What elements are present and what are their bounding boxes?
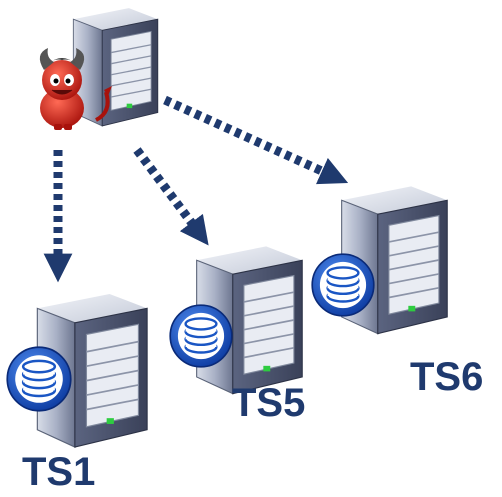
connection-arrows [43, 95, 349, 283]
attacker-server [39, 7, 159, 130]
server-ts5 [168, 245, 304, 395]
database-icon [6, 346, 72, 412]
arrow-to-ts5 [133, 147, 209, 246]
server-ts1 [6, 293, 149, 448]
ts1-label: TS1 [22, 450, 96, 494]
ts6-label: TS6 [410, 355, 484, 399]
server-ts6 [310, 185, 449, 335]
arrow-to-ts6 [163, 95, 349, 185]
ts5-label: TS5 [232, 381, 306, 425]
devil-icon [39, 48, 112, 130]
server-icon [72, 7, 159, 127]
database-icon [168, 303, 234, 369]
database-icon [310, 252, 376, 318]
